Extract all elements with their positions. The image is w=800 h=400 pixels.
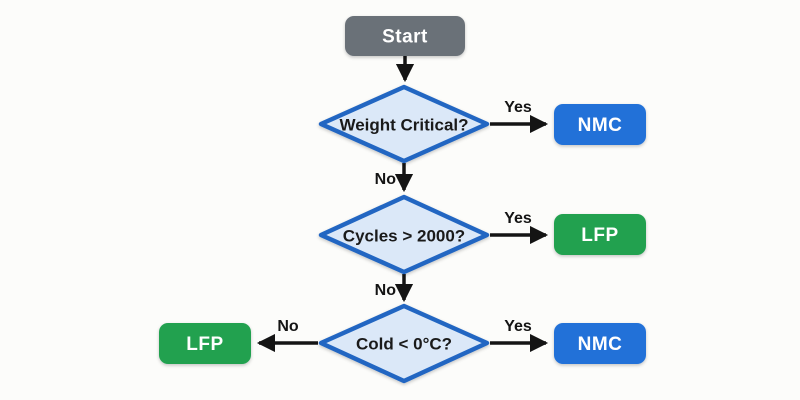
nmc-bottom-label: NMC [578, 334, 623, 355]
decision3-diamond [318, 303, 490, 384]
lfp-right-label: LFP [581, 225, 618, 246]
start-box [345, 16, 465, 56]
node-nmc-top: NMC [554, 104, 646, 145]
edge-label-yes-1: Yes [504, 99, 532, 116]
decision3-label: Cold < 0°C? [356, 335, 452, 354]
lfp-left-box [159, 323, 251, 364]
node-lfp-right: LFP [554, 214, 646, 255]
node-decision-cycles: Cycles > 2000? [318, 194, 490, 275]
node-decision-cold: Cold < 0°C? [318, 303, 490, 384]
node-start: Start [345, 16, 465, 56]
edge-label-no-2: No [375, 282, 397, 299]
lfp-left-label: LFP [186, 334, 223, 355]
node-nmc-bottom: NMC [554, 323, 646, 364]
start-label: Start [382, 27, 428, 48]
decision2-diamond [318, 194, 490, 275]
decision1-label: Weight Critical? [339, 116, 468, 135]
nmc-top-label: NMC [578, 115, 623, 136]
decision1-diamond [318, 84, 490, 164]
edge-label-yes-3: Yes [504, 318, 532, 335]
decision2-label: Cycles > 2000? [343, 227, 465, 246]
node-lfp-left: LFP [159, 323, 251, 364]
edge-label-yes-2: Yes [504, 210, 532, 227]
node-decision-weight: Weight Critical? [318, 84, 490, 164]
nmc-bottom-box [554, 323, 646, 364]
edge-label-no-3: No [277, 318, 299, 335]
lfp-right-box [554, 214, 646, 255]
edge-label-no-1: No [375, 171, 397, 188]
nmc-top-box [554, 104, 646, 145]
